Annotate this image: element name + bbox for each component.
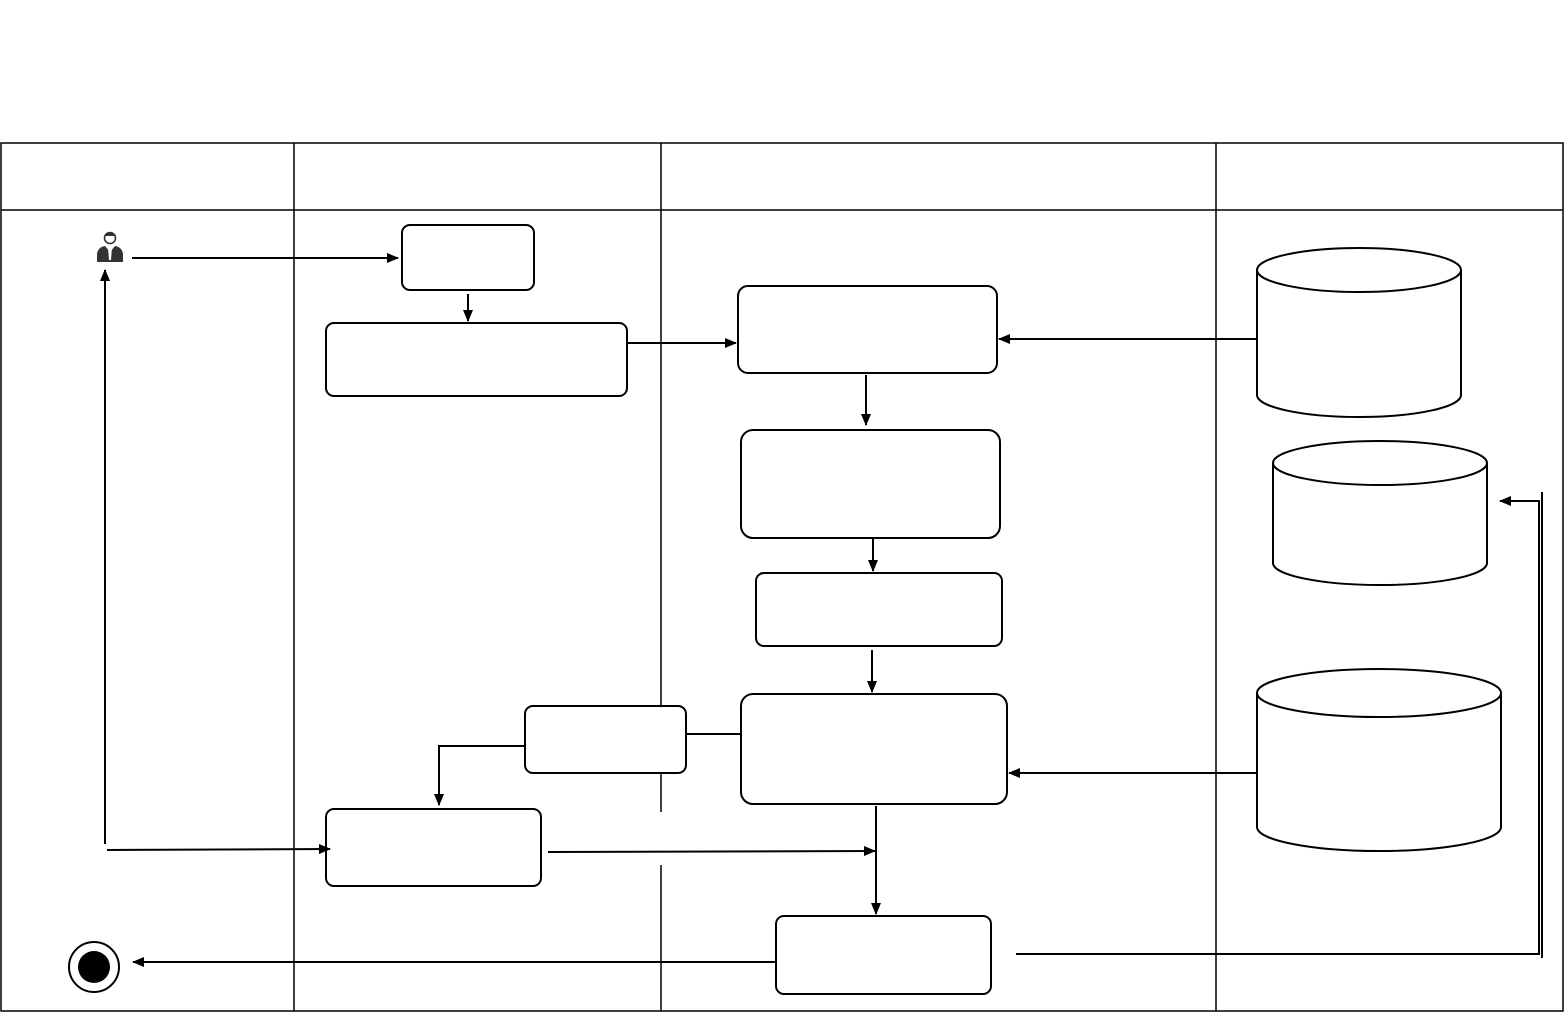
activity-node-5 xyxy=(755,572,1003,647)
swimlane-frame xyxy=(0,142,1564,1012)
edge-a7-a8 xyxy=(434,745,525,806)
lane-frame-border xyxy=(0,142,1564,1012)
activity-node-2 xyxy=(325,322,628,397)
datastore-1 xyxy=(1256,247,1462,418)
datastore-3 xyxy=(1256,668,1502,852)
datastore-label-3 xyxy=(1257,717,1501,822)
activity-node-1 xyxy=(401,224,535,291)
activity-node-7 xyxy=(524,705,687,774)
lane-title-1 xyxy=(2,150,293,202)
activity-label-2 xyxy=(326,323,627,396)
activity-label-8 xyxy=(326,809,541,886)
activity-label-9 xyxy=(776,916,991,994)
activity-label-3 xyxy=(738,286,997,373)
edge-actor-a8 xyxy=(106,844,331,855)
activity-label-5 xyxy=(756,573,1002,646)
lane-title-3 xyxy=(662,150,1215,202)
edge-a8-a9 xyxy=(547,846,876,857)
datastore-label-2 xyxy=(1273,485,1487,560)
activity-label-7 xyxy=(525,706,686,773)
activity-node-3 xyxy=(737,285,998,374)
lane-title-2 xyxy=(295,150,660,202)
activity-node-9 xyxy=(775,915,992,995)
activity-node-4 xyxy=(740,429,1001,539)
datastore-2 xyxy=(1272,440,1488,586)
datastore-label-1 xyxy=(1257,292,1461,392)
activity-label-4 xyxy=(741,430,1000,538)
activity-label-1 xyxy=(402,225,534,290)
activity-node-6 xyxy=(740,693,1008,805)
final-node-icon xyxy=(68,941,120,993)
user-icon xyxy=(97,231,123,262)
activity-label-6 xyxy=(741,694,1007,804)
lane-title-4 xyxy=(1217,150,1562,202)
edge-a9-db2 xyxy=(1016,496,1540,955)
